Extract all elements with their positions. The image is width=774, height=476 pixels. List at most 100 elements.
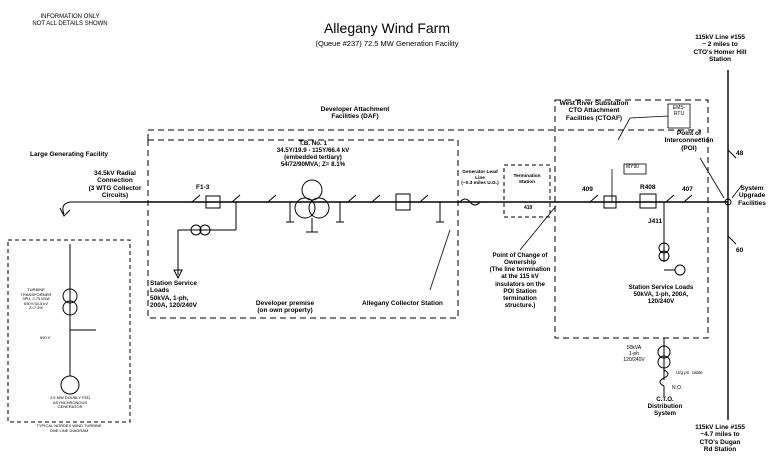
f13-label: F1-3: [196, 184, 210, 191]
dist-xfmr-b: [657, 355, 671, 369]
dist-ug-cable: [659, 369, 669, 387]
breaker-f13: [205, 195, 221, 209]
tb1-l3: (embedded tertiary): [284, 154, 342, 162]
dist-xfmr-a: [657, 345, 671, 359]
poi-l1: Point of: [676, 130, 702, 137]
line-60-switch: [727, 235, 737, 245]
ssl-left-label: Station Service Loads 50kVA, 1-ph, 200A,…: [150, 280, 197, 310]
poco-label: Point of Change of Ownership (The line t…: [484, 252, 556, 309]
top-right-l2: ~ 2 miles to: [702, 41, 738, 49]
radial-label: 34.5kV Radial Connection (3 WTG Collecto…: [80, 170, 150, 200]
ctoaf-l1: West River Substation: [559, 100, 629, 107]
bottom-right-l2: ~4.7 miles to: [700, 431, 740, 439]
tb1-winding-top: [301, 179, 323, 201]
ems-arrow: [617, 117, 631, 141]
switch-4: [347, 194, 357, 203]
tb1-l4: 54/72/90MVA; Z= 8.1%: [280, 161, 346, 169]
page-title: Allegany Wind Farm: [323, 20, 451, 36]
switch-1: [191, 194, 201, 203]
collector-pointer: [429, 229, 451, 291]
sys-l1: System: [740, 185, 764, 192]
dev-premise-l2: (on own property): [257, 307, 313, 315]
label-409: 409: [582, 186, 593, 193]
top-right-l4: Station: [708, 56, 732, 64]
xfmr-50-label: 50kVA 1-ph 120/240V: [616, 345, 652, 363]
sys-upgrade-pointer: [731, 184, 743, 199]
turbine-xfmr-b: [62, 300, 78, 316]
sys-l3: Facilities: [738, 199, 766, 207]
poco-l7: termination: [503, 294, 537, 302]
sys-l2: Upgrade: [738, 192, 766, 200]
ssl-left-l2: Loads: [150, 287, 170, 295]
switch-6: [419, 194, 429, 203]
ems-link: [629, 115, 669, 119]
collector-element: [395, 193, 411, 211]
label-60: 60: [736, 247, 744, 254]
daf-l2: Facilities (DAF): [331, 113, 379, 121]
switch-407: [665, 194, 675, 203]
turbine-generator: [60, 375, 80, 395]
turbine-x2: TRANSFORMER: [20, 291, 52, 297]
ssr-meter: [674, 264, 686, 276]
term-l2: Station: [518, 179, 536, 185]
bottom-right-l1: 115kV Line #155: [695, 424, 745, 431]
turbine-g2: ASYNCHRONOUS: [52, 399, 88, 405]
ems-l1: EMS-: [672, 105, 686, 111]
poi-l2: Interconnection: [664, 137, 714, 145]
tb1-winding-right: [308, 197, 330, 219]
info-note: INFORMATION ONLY NOT ALL DETAILS SHOWN: [20, 14, 120, 28]
tb1-l1: T.B. No. 1: [299, 140, 327, 147]
my90-box: [623, 163, 647, 175]
label-j411: J411: [648, 218, 663, 225]
ssl-right-l2: 50kVA, 1-ph, 200A,: [633, 291, 689, 299]
label-my90: MY90: [626, 164, 640, 170]
ems-rtu-label: EMS- RTU: [668, 105, 690, 118]
turbine-gen-label: 2.5 MW DOUBLY FED ASYNCHRONOUS GENERATOR: [30, 395, 110, 410]
poco-l4: at the 115 kV: [501, 273, 539, 281]
switch-5: [371, 194, 381, 203]
poco-l1: Point of Change of: [492, 252, 548, 259]
termination-station-box: [503, 164, 551, 218]
bottom-right-l3: CTO's Dugan: [699, 438, 741, 446]
developer-premise-box: [147, 139, 459, 319]
poi-l3: (POI): [681, 144, 697, 152]
turbine-xfmr-a: [62, 288, 78, 304]
switch-2: [231, 194, 241, 203]
turbine-g1: 2.5 MW DOUBLY FED: [49, 395, 91, 400]
radial-l1: 34.5kV Radial: [94, 170, 136, 177]
cto-dist-l1: C.T.O.: [656, 396, 674, 403]
ssl-left-xfmr-a: [190, 224, 202, 236]
breaker-r408: [639, 193, 657, 209]
cto-dist-label: C.T.O. Distribution System: [636, 396, 694, 417]
poco-l3: (The line termination: [489, 266, 551, 274]
radial-l4: Circuits): [101, 192, 129, 200]
ssr-xfmr-a: [658, 242, 670, 254]
turbine-c2: ONE LINE DIAGRAM: [49, 427, 89, 433]
poco-l2: Ownership: [504, 259, 536, 267]
gen-lead-cable: [459, 198, 481, 206]
turbine-xfmr-label: TURBINE TRANSFORMER 3PH, 2.75 MVA 690Y/3…: [12, 287, 60, 311]
switch-407b: [683, 194, 693, 203]
xfmr50-l3: 120/240V: [623, 356, 645, 363]
label-410: 410: [524, 205, 533, 211]
ssl-left-l1: Station Service: [150, 280, 197, 287]
poco-pointer: [519, 205, 557, 251]
turbine-x4: 690Y/34.5 kV: [23, 300, 49, 306]
dev-premise-l1: Developer premise: [255, 300, 315, 307]
xfmr50-l2: 1-ph: [628, 350, 639, 357]
label-r408: R408: [640, 184, 656, 191]
tb1-label: T.B. No. 1 34.5Y/19.9 - 115Y/66.4 kV (em…: [258, 140, 368, 169]
line-48-switch: [727, 149, 737, 159]
cto-dist-l2: Distribution: [647, 403, 683, 411]
gen-lead-l2: Line: [475, 175, 485, 181]
ctoaf-l2: CTO Attachment: [568, 107, 620, 115]
collector-label: Allegany Collector Station: [362, 300, 443, 307]
turbine-box: [7, 239, 131, 423]
ctoaf-l3: Facilities (CTOAF): [565, 114, 623, 122]
turbine-x3: 3PH, 2.75 MVA: [22, 296, 50, 302]
turbine-x5: Z=7.3%: [29, 305, 43, 311]
info-line1: INFORMATION ONLY: [40, 14, 100, 20]
top-right-l3: CTO's Homer Hill: [693, 48, 747, 56]
ssl-right-l3: 120/240V: [647, 298, 675, 306]
